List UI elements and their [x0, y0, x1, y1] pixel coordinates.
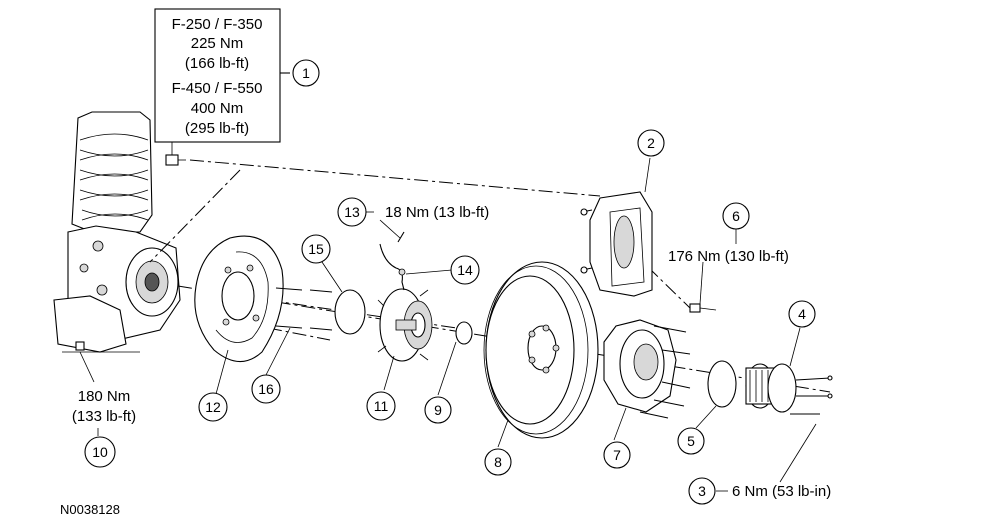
locking-hub	[745, 363, 833, 415]
callout-2: 2	[637, 129, 665, 157]
callout-4: 4	[788, 300, 816, 328]
callout-3-number: 3	[698, 483, 706, 499]
callout-13-number: 13	[344, 204, 360, 220]
torque-box-line-6: (295 lb-ft)	[185, 120, 249, 137]
seal-ring	[334, 289, 366, 335]
torque-box-line-4: F-450 / F-550	[172, 80, 263, 97]
hub-bearing	[377, 288, 433, 362]
ball-joint-nut	[165, 154, 186, 166]
spring-knuckle-assembly	[53, 111, 181, 353]
torque-box-line-1: F-250 / F-350	[172, 16, 263, 33]
callout-15-number: 15	[308, 241, 324, 257]
hub-flange	[603, 319, 691, 419]
splash-shield	[194, 235, 284, 363]
knuckle-bolt	[75, 341, 85, 351]
callout-3: 3	[688, 477, 716, 505]
callout-15: 15	[301, 234, 331, 264]
callout-9-number: 9	[434, 402, 442, 418]
torque-label-13: 18 Nm (13 lb-ft)	[385, 204, 489, 221]
callout-9: 9	[424, 396, 452, 424]
callout-1-number: 1	[302, 65, 310, 81]
callout-6: 6	[722, 202, 750, 230]
callout-13: 13	[337, 197, 367, 227]
torque-label-6: 176 Nm (130 lb-ft)	[668, 248, 789, 265]
brake-rotor	[483, 261, 599, 439]
torque-label-10-lbft: (133 lb-ft)	[72, 408, 136, 425]
hub-spacer	[455, 321, 473, 345]
callout-11: 11	[366, 391, 396, 421]
callout-5: 5	[677, 427, 705, 455]
callout-1: 1	[292, 59, 320, 87]
abs-sensor-wire	[379, 231, 406, 291]
torque-box-line-2: 225 Nm	[191, 35, 244, 52]
callout-7: 7	[603, 441, 631, 469]
callout-8-number: 8	[494, 454, 502, 470]
callout-14: 14	[450, 255, 480, 285]
callout-2-number: 2	[647, 135, 655, 151]
snap-ring	[707, 360, 737, 408]
callout-11-number: 11	[374, 398, 389, 414]
figure-id: N0038128	[60, 502, 120, 517]
torque-spec-box: F-250 / F-350 225 Nm (166 lb-ft) F-450 /…	[154, 8, 290, 143]
torque-label-10-nm: 180 Nm	[78, 388, 131, 405]
wheel-studs	[275, 287, 333, 331]
torque-box-line-5: 400 Nm	[191, 100, 244, 117]
callout-5-number: 5	[687, 433, 695, 449]
callout-8: 8	[484, 448, 512, 476]
callout-12-number: 12	[205, 399, 221, 415]
caliper-bolt	[689, 303, 717, 313]
callout-10: 10	[84, 436, 116, 468]
callout-7-number: 7	[613, 447, 621, 463]
callout-6-number: 6	[732, 208, 740, 224]
leader-lines	[79, 157, 817, 492]
torque-box-line-3: (166 lb-ft)	[185, 55, 249, 72]
callout-14-number: 14	[457, 262, 473, 278]
torque-label-3: 6 Nm (53 lb-in)	[732, 483, 831, 500]
callout-12: 12	[198, 392, 228, 422]
callout-4-number: 4	[798, 306, 806, 322]
callout-16: 16	[251, 374, 281, 404]
callout-16-number: 16	[258, 381, 274, 397]
callout-10-number: 10	[92, 444, 108, 460]
brake-caliper	[580, 191, 653, 297]
